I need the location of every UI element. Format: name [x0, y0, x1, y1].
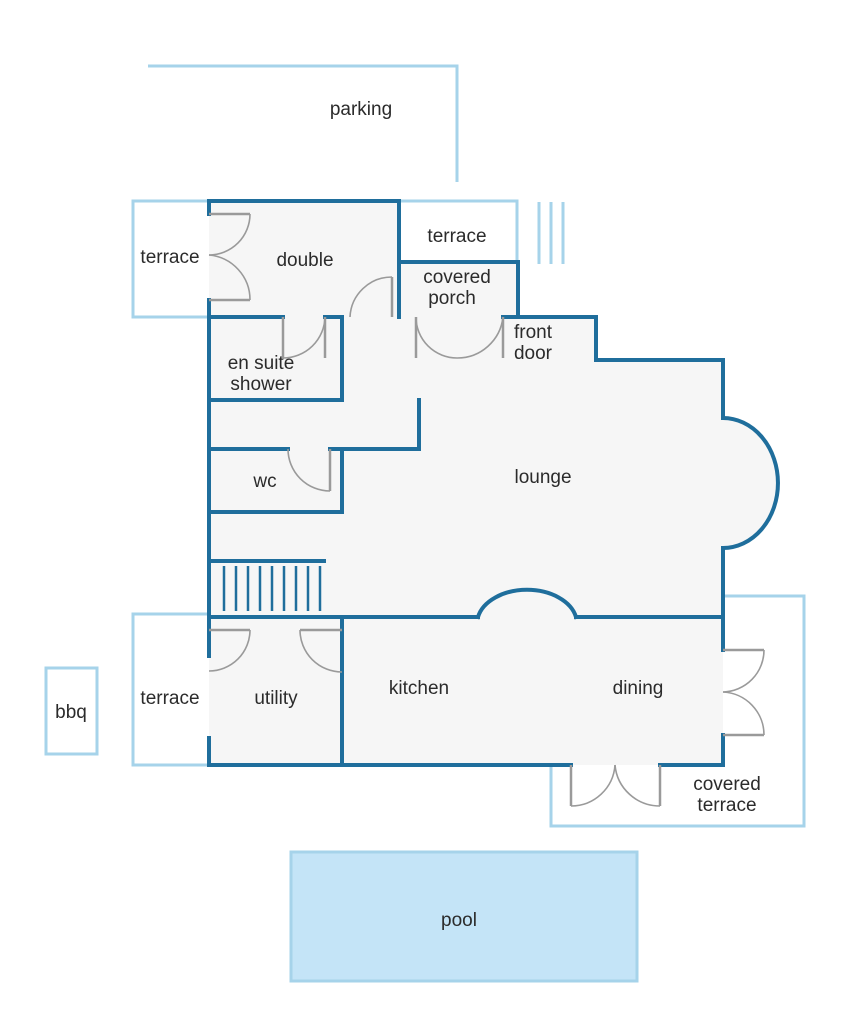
label-parking: parking	[330, 99, 392, 120]
door-double-hall	[349, 276, 394, 318]
door-en-suite	[281, 316, 327, 359]
site-outlines	[44, 64, 806, 983]
label-bbq: bbq	[55, 702, 87, 723]
door-dining-covered-terrace	[569, 764, 662, 807]
label-covered-porch-line2: porch	[428, 288, 476, 309]
label-front-door-line2: door	[514, 343, 553, 364]
label-wc: wc	[252, 471, 276, 492]
walls	[207, 199, 780, 767]
room-labels: parking terrace double terrace covered p…	[55, 99, 761, 931]
label-lounge: lounge	[514, 467, 571, 488]
label-covered-terrace-line2: terrace	[697, 795, 756, 816]
door-utility-terrace	[208, 628, 251, 672]
door-porch	[414, 316, 505, 359]
door-wc	[287, 448, 332, 492]
terrace-top-outline	[399, 199, 519, 262]
label-terrace-bottom-left: terrace	[140, 688, 199, 709]
terrace-top-left-outline	[131, 199, 209, 319]
label-pool: pool	[441, 910, 477, 931]
bbq-outline	[44, 666, 99, 756]
terrace-bottom-left-outline	[131, 612, 209, 767]
label-en-suite-line2: shower	[230, 374, 292, 395]
label-terrace-top: terrace	[427, 226, 486, 247]
pool-shape	[289, 850, 639, 983]
label-kitchen: kitchen	[389, 678, 449, 699]
staircase	[222, 566, 322, 611]
label-double: double	[276, 250, 333, 271]
label-dining: dining	[613, 678, 664, 699]
covered-terrace-outline	[549, 594, 806, 828]
label-utility: utility	[254, 688, 298, 709]
label-covered-terrace-line1: covered	[693, 774, 761, 795]
door-utility-hall	[299, 628, 343, 673]
parking-boundary	[148, 64, 459, 182]
door-double-terrace	[208, 212, 251, 302]
label-front-door-line1: front	[514, 322, 553, 343]
label-en-suite-line1: en suite	[228, 353, 295, 374]
label-covered-porch-line1: covered	[423, 267, 491, 288]
floor-fill	[209, 201, 778, 765]
door-dining-terrace	[722, 648, 765, 737]
doors	[208, 212, 765, 807]
label-terrace-top-left: terrace	[140, 247, 199, 268]
